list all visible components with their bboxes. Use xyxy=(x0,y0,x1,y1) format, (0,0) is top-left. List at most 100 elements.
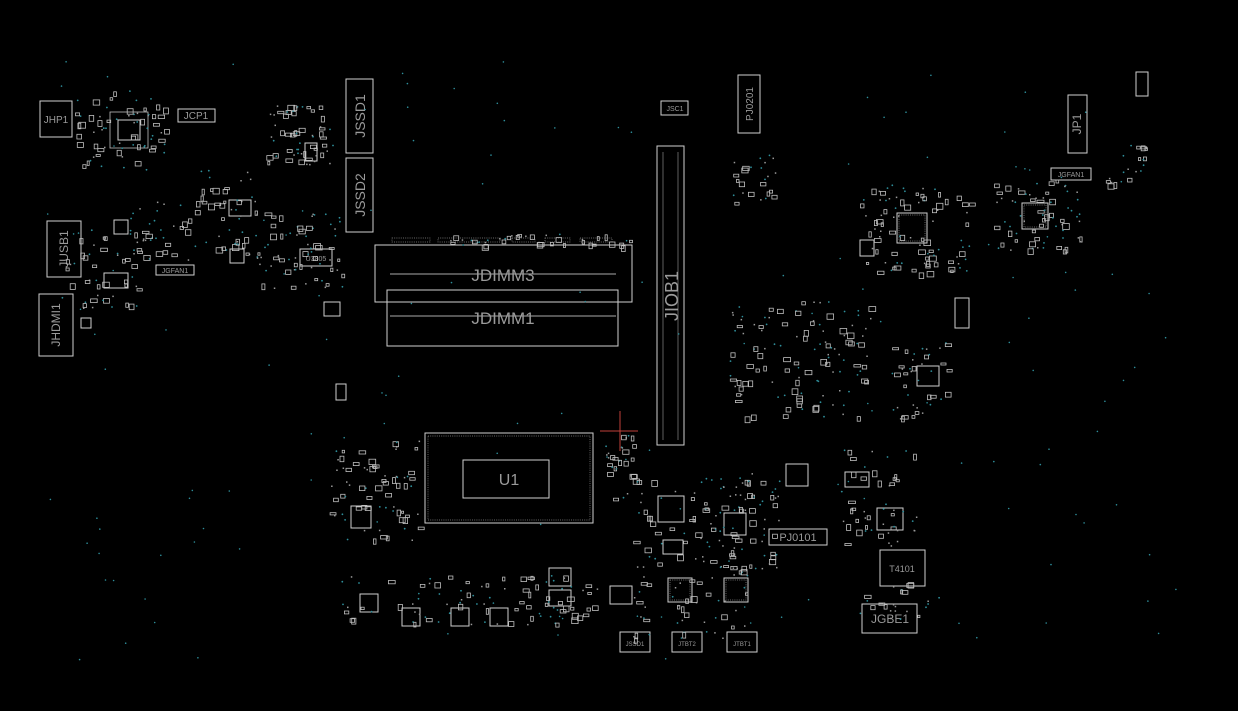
pin xyxy=(956,256,958,258)
pin xyxy=(768,563,771,565)
smd-pad xyxy=(1045,191,1050,195)
component-jcp1[interactable]: JCP1 xyxy=(177,108,216,123)
smd-pad xyxy=(748,380,754,388)
via xyxy=(1115,504,1118,506)
smd-pad xyxy=(310,109,315,113)
pin xyxy=(93,244,95,246)
smd-pad xyxy=(777,308,784,314)
pin xyxy=(249,178,252,181)
component-jgfan1-left[interactable]: JGFAN1 xyxy=(155,264,195,276)
smd-pad xyxy=(381,478,387,483)
smd-pad xyxy=(536,242,544,249)
pin xyxy=(936,209,939,211)
via xyxy=(106,75,109,78)
pin xyxy=(83,307,85,309)
smd-pad xyxy=(685,598,689,604)
via xyxy=(627,434,630,437)
smd-pad xyxy=(76,142,84,148)
pin xyxy=(581,238,584,241)
component-jp1[interactable]: JP1 xyxy=(1067,94,1088,154)
smd-pad xyxy=(466,592,471,599)
smd-pad xyxy=(79,238,84,245)
label-jssd1: JSSD1 xyxy=(352,94,368,138)
smd-pad xyxy=(729,378,737,382)
via xyxy=(680,637,683,639)
via xyxy=(1104,400,1106,403)
via xyxy=(496,452,499,455)
smd-pad xyxy=(736,325,743,329)
via xyxy=(739,477,741,479)
component-jssd2[interactable]: JSSD2 xyxy=(345,157,374,233)
component-jtbt2[interactable]: JTBT2 xyxy=(671,631,703,653)
pin xyxy=(621,447,624,449)
smd-pad xyxy=(654,531,662,536)
smd-pad xyxy=(860,476,867,481)
smd-pad xyxy=(587,592,592,595)
chip-right-misc[interactable] xyxy=(785,71,1149,531)
component-jhdmi1[interactable]: JHDMI1 xyxy=(38,293,74,357)
pin xyxy=(163,203,165,205)
smd-pad xyxy=(969,202,976,207)
connector-jiob1[interactable]: JIOB1 xyxy=(656,145,685,446)
smd-pad xyxy=(273,256,280,261)
chip-bottom-row[interactable] xyxy=(350,495,749,627)
component-jusb1[interactable]: JUSB1 xyxy=(46,220,82,278)
via xyxy=(959,267,961,269)
via xyxy=(866,600,869,602)
pin xyxy=(1010,249,1012,251)
component-t4101[interactable]: T4101 xyxy=(879,549,926,587)
via xyxy=(129,90,131,92)
via xyxy=(163,143,166,146)
via xyxy=(194,245,197,248)
pin xyxy=(142,238,145,240)
chip-right-top-2[interactable] xyxy=(1021,202,1049,230)
component-jhp1[interactable]: JHP1 xyxy=(39,100,73,138)
component-jsc1[interactable]: JSC1 xyxy=(660,100,689,116)
via xyxy=(1122,154,1125,157)
smd-pad xyxy=(750,538,757,544)
smd-pad xyxy=(744,416,751,424)
connector-jdimm1[interactable]: JDIMM1 xyxy=(386,289,619,347)
chip-u1-cpu[interactable]: U1 xyxy=(424,432,594,524)
via xyxy=(1048,448,1050,451)
via xyxy=(705,477,708,480)
via xyxy=(899,618,902,621)
smd-pad xyxy=(1064,246,1069,254)
component-pj0101[interactable]: PJ0101 xyxy=(768,528,828,546)
pin xyxy=(932,220,934,222)
pin xyxy=(925,348,928,350)
via xyxy=(131,276,134,278)
via xyxy=(89,159,92,162)
via xyxy=(104,579,107,581)
smd-pad xyxy=(736,379,742,386)
chip-top-left[interactable] xyxy=(109,111,149,149)
pin xyxy=(695,558,697,560)
pin xyxy=(499,238,501,240)
pin xyxy=(702,556,704,558)
component-jgfan1-right[interactable]: JGFAN1 xyxy=(1050,167,1092,181)
via xyxy=(779,344,782,347)
component-pj0201[interactable]: PJ0201 xyxy=(737,74,761,134)
smd-pad xyxy=(911,366,917,372)
chip-right-top-1[interactable] xyxy=(896,212,928,244)
pin xyxy=(240,180,242,182)
component-jtbt1[interactable]: JTBT1 xyxy=(726,631,758,653)
component-jssd1-bottom[interactable]: JSSD1 xyxy=(619,631,651,653)
smd-pad xyxy=(734,201,740,206)
smd-pad xyxy=(392,477,396,485)
smd-pad xyxy=(1056,245,1063,250)
pin xyxy=(395,448,397,450)
via xyxy=(749,622,752,624)
smd-pad xyxy=(570,606,575,611)
connector-jdimm3[interactable]: JDIMM3 xyxy=(374,244,633,303)
via xyxy=(1076,215,1078,218)
via xyxy=(797,366,800,369)
via xyxy=(926,156,929,159)
smd-pad xyxy=(385,493,393,498)
smd-pad xyxy=(207,203,215,211)
via xyxy=(325,338,328,341)
pin xyxy=(916,407,918,409)
component-jssd1[interactable]: JSSD1 xyxy=(345,78,374,154)
pin xyxy=(774,172,777,174)
